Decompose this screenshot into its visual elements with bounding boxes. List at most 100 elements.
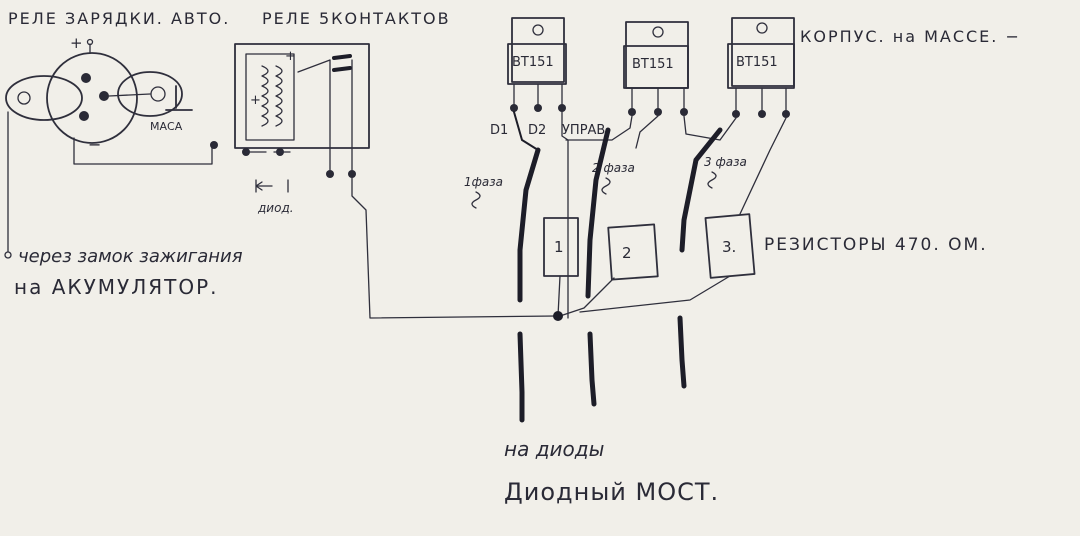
relay-contacts — [332, 54, 352, 72]
pin-e — [348, 170, 356, 178]
mass-label: МАСА — [150, 120, 183, 133]
case-ground-note: КОРПУС. на МАССЕ. − — [800, 27, 1021, 46]
ground-symbol — [165, 85, 193, 111]
thyristor-3: BT151 3 фаза — [704, 17, 795, 189]
relay-mount-right — [117, 71, 183, 117]
pin-a — [210, 141, 218, 149]
common-wire — [351, 177, 557, 319]
control-3-wire — [739, 117, 787, 215]
relay-terminal-1 — [81, 73, 91, 83]
thyristor-3-body — [727, 43, 795, 89]
thyristor-2-hole — [652, 26, 664, 38]
resistor-2-body — [607, 223, 659, 281]
thyristor-3-pin-2 — [758, 110, 766, 118]
relay-coil-frame — [245, 53, 295, 141]
phase-3-squiggle — [707, 171, 717, 189]
thyristor-2-pin-1 — [628, 108, 636, 116]
phase-1-pin-link — [513, 111, 539, 151]
to-diodes-note: на диоды — [504, 437, 604, 461]
thyristor-2-pin-2 — [654, 108, 662, 116]
thyristor-3-model: BT151 — [736, 55, 778, 70]
resistor-3-label: 3. — [722, 238, 736, 256]
to-battery-note: на АКУМУЛЯТОР. — [14, 275, 219, 299]
phase-1-wire-upper — [517, 147, 541, 303]
thyristor-1-tab — [511, 17, 565, 83]
thyristor-1: BT151 D1 D2 УПРАВ. 1фаза — [464, 17, 609, 209]
resistor-2-label: 2 — [622, 244, 632, 262]
thyristor-1-pin-2 — [534, 104, 542, 112]
thyristor-2-legs — [631, 87, 685, 109]
relay-5-frame — [234, 43, 370, 149]
relay-5-contacts: + + диод. — [210, 43, 557, 319]
mount-hole-right — [150, 86, 166, 102]
thyristor-3-legs — [735, 87, 787, 111]
relay-terminal-2 — [99, 91, 109, 101]
thyristor-3-hole — [756, 22, 768, 34]
phase-3-wire-lower — [677, 315, 687, 389]
relay-terminal-lead — [108, 93, 151, 97]
thyristor-3-pin-3 — [782, 110, 790, 118]
relay-coil — [261, 65, 283, 127]
relay-body — [46, 52, 138, 144]
phase-2-label: 2 фаза — [592, 161, 635, 175]
thyristor-1-legs — [513, 83, 563, 105]
resistor-1-body — [543, 217, 579, 277]
thyristor-2-model: BT151 — [632, 57, 674, 72]
control-2-wire — [635, 115, 659, 149]
junction-dot — [553, 311, 563, 321]
pin-d — [326, 170, 334, 178]
phase-1-squiggle — [471, 191, 481, 209]
resistor-1-lead — [557, 275, 561, 317]
coil-plus: + — [285, 49, 296, 64]
thyristor-1-pin-1 — [510, 104, 518, 112]
control-1-wire — [561, 111, 569, 319]
phase-2-wire-lower — [587, 331, 597, 407]
charge-relay: МАСА + − — [4, 34, 213, 259]
cross-wire-2 — [683, 115, 737, 141]
relay-to-box-wire — [73, 137, 213, 165]
phase-1-wire-lower — [517, 331, 525, 423]
lock-wire-end — [4, 251, 12, 259]
plus-sign: + — [70, 34, 83, 52]
thyristor-1-hole — [532, 24, 544, 36]
phase-1-label: 1фаза — [464, 175, 503, 189]
relay-terminal-3 — [79, 111, 89, 121]
cross-wire-1 — [565, 115, 633, 141]
phase-2-squiggle — [601, 177, 611, 195]
thyristor-2: BT151 2 фаза — [592, 21, 689, 195]
pin-label-d1: D1 — [490, 123, 508, 138]
resistor-3-body — [704, 213, 756, 279]
relay-5-heading: РЕЛЕ 5КОНТАКТОВ — [262, 9, 451, 28]
phase-2-wire-upper — [585, 127, 611, 299]
relay-armature — [297, 59, 331, 73]
resistor-2: 2 — [559, 223, 659, 317]
resistors-note: РЕЗИСТОРЫ 470. ОМ. — [764, 235, 988, 255]
mount-hole-left — [17, 91, 31, 105]
resistor-3: 3. — [579, 213, 756, 313]
via-lock-note: через замок зажигания — [18, 246, 243, 267]
resistor-1-label: 1 — [554, 238, 564, 256]
thyristor-2-pin-3 — [680, 108, 688, 116]
phase-3-wire-upper — [679, 127, 723, 253]
diode-bridge-note: Диодный МОСТ. — [504, 478, 719, 506]
minus-sign: − — [88, 135, 101, 154]
pin-label-control: УПРАВ. — [562, 123, 609, 138]
phase-3-label: 3 фаза — [704, 155, 747, 169]
thyristor-1-model: BT151 — [512, 55, 554, 70]
thyristor-1-pin-3 — [558, 104, 566, 112]
resistor-1: 1 — [543, 217, 579, 317]
resistor-3-lead — [579, 275, 731, 313]
relay-mount-left — [5, 75, 83, 121]
coil-plus-2: + — [250, 93, 261, 108]
plus-terminal — [86, 38, 94, 46]
pin-label-d2: D2 — [528, 123, 546, 138]
diode-label: диод. — [257, 201, 294, 215]
resistor-2-lead — [559, 277, 615, 317]
thyristor-2-body — [623, 45, 689, 89]
diode-arrow — [255, 179, 289, 193]
thyristor-3-pin-1 — [732, 110, 740, 118]
thyristor-1-body — [507, 43, 567, 85]
relay-charge-heading: РЕЛЕ ЗАРЯДКИ. АВТО. — [8, 9, 230, 28]
